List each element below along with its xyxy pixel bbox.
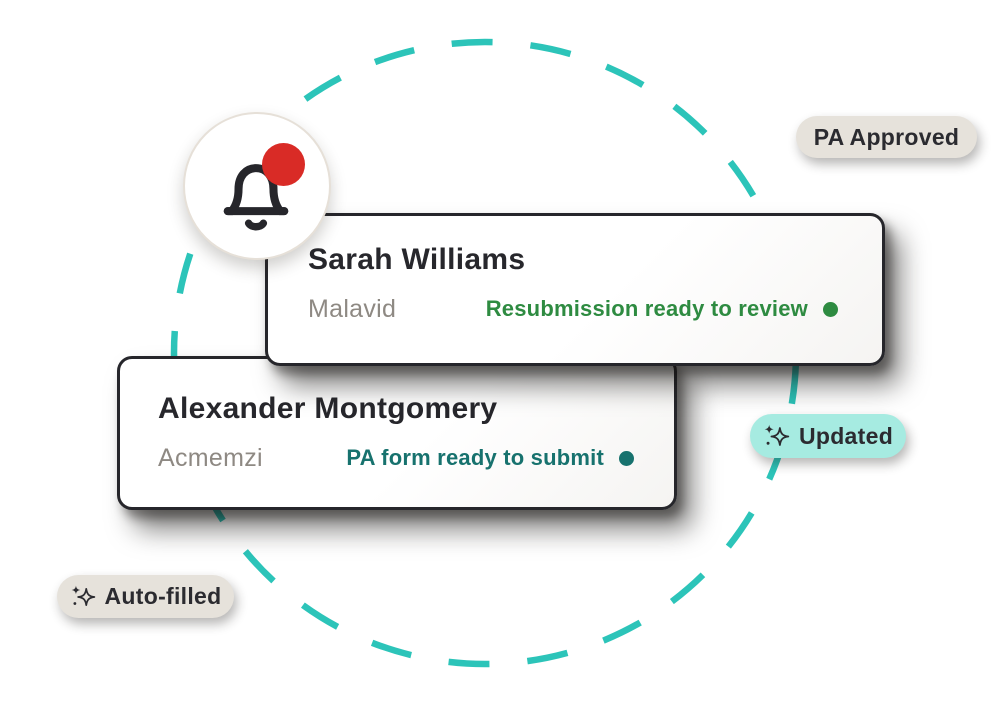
status-message: Resubmission ready to review [486, 296, 838, 322]
notification-bell-button[interactable] [183, 112, 331, 260]
badge-updated: Updated [750, 414, 906, 458]
badge-label: Updated [798, 422, 894, 449]
notification-card-alexander[interactable]: Alexander Montgomery Acmemzi PA form rea… [117, 356, 677, 510]
patient-name: Alexander Montgomery [158, 392, 498, 425]
badge-label: PA Approved [813, 123, 960, 150]
patient-name: Sarah Williams [308, 243, 526, 276]
bell-icon [223, 164, 289, 231]
unread-notification-dot [262, 143, 305, 186]
badge-label: Auto-filled [104, 583, 222, 609]
badge-pa-approved: PA Approved [796, 116, 977, 158]
source-name: Malavid [308, 294, 397, 323]
status-dot-icon [619, 450, 634, 466]
status-text: PA form ready to submit [346, 445, 604, 470]
source-name: Acmemzi [158, 443, 263, 472]
notification-card-sarah[interactable]: Sarah Williams Malavid Resubmission read… [265, 213, 885, 366]
sparkle-icon [764, 424, 790, 446]
sparkle-icon [71, 585, 95, 606]
status-text: Resubmission ready to review [485, 296, 808, 321]
status-dot-icon [823, 301, 838, 317]
badge-auto-filled: Auto-filled [57, 575, 234, 618]
status-message: PA form ready to submit [346, 445, 634, 471]
